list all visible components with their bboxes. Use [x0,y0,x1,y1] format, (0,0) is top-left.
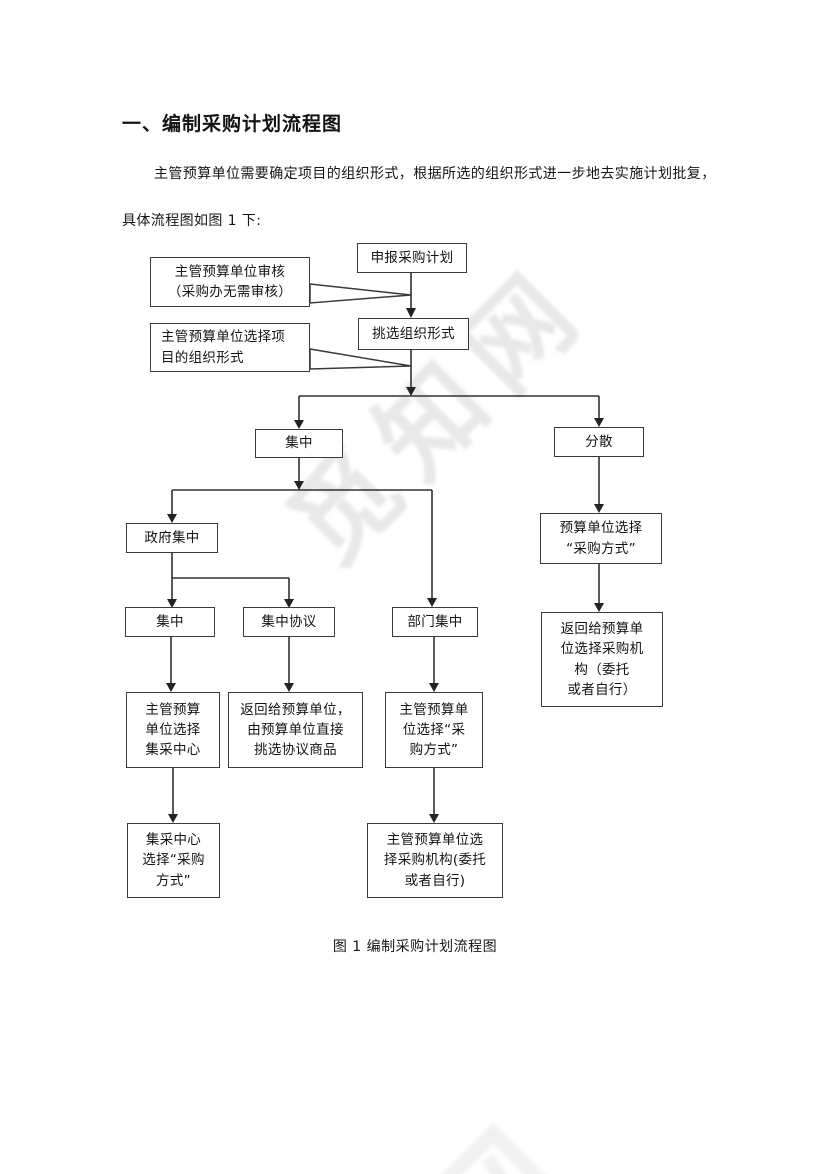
node-centralized-2: 集中 [125,607,215,637]
connector-lines [170,272,600,815]
node-center-pick-method: 集采中心 选择“采购 方式” [127,823,220,898]
node-pick-agency: 主管预算单位选 择采购机构(委托 或者自行) [367,823,503,898]
figure-caption: 图 1 编制采购计划流程图 [332,939,498,955]
node-return-agency: 返回给预算单 位选择采购机 构（委托 或者自行） [541,612,663,707]
node-review-callout: 主管预算单位审核 （采购办无需审核） [150,257,310,307]
node-declare-plan: 申报采购计划 [357,243,467,273]
node-pick-method: 主管预算单 位选择“采 购方式” [385,692,483,768]
node-dept-centralized: 部门集中 [392,607,478,637]
node-return-direct: 返回给预算单位， 由预算单位直接 挑选协议商品 [228,692,363,768]
node-centralized: 集中 [255,429,343,458]
arrowheads [166,308,604,823]
body-paragraph: 主管预算单位需要确定项目的组织形式，根据所选的组织形式进一步地去实施计划批复，具… [122,166,716,229]
node-gov-centralized: 政府集中 [126,523,218,553]
node-pick-center: 主管预算 单位选择 集采中心 [126,692,220,768]
node-decentralized: 分散 [554,427,644,457]
section-heading: 一、编制采购计划流程图 [122,113,343,135]
node-org-form-callout: 主管预算单位选择项 目的组织形式 [150,323,310,372]
node-pick-org-form: 挑选组织形式 [358,318,469,350]
node-budget-pick-method: 预算单位选择 “采购方式” [540,513,662,564]
node-central-agreement: 集中协议 [243,607,335,637]
callout-tails [309,283,412,370]
